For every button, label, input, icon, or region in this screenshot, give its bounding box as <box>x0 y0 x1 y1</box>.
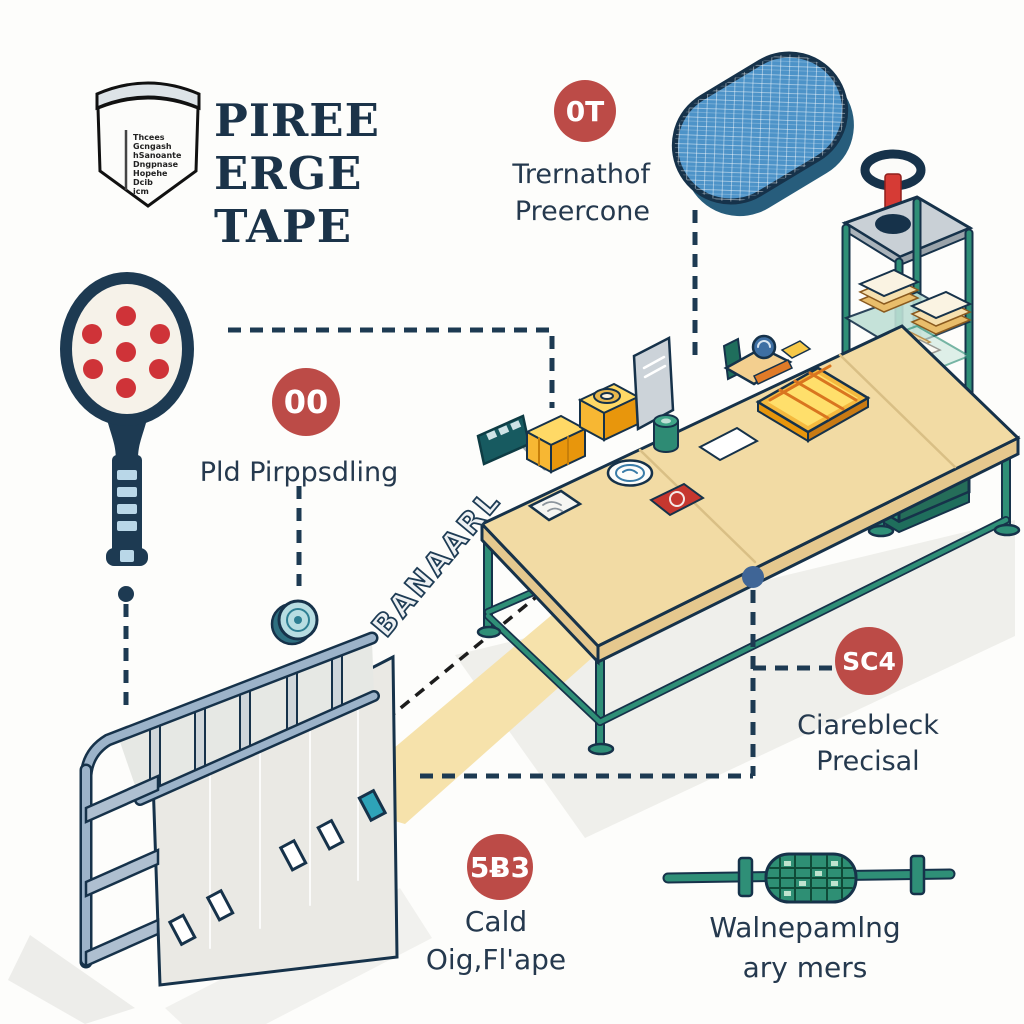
green-canister <box>653 414 679 453</box>
title-line: TAPE <box>214 200 353 253</box>
spec-tag-icon: Thcees Gcngash hSanoante Dngpnase Hopehe… <box>95 81 201 208</box>
yellow-crate <box>524 414 588 474</box>
tag-text-line: Gcngash <box>133 142 172 151</box>
roller-tool-label: Walnepamlng ary mers <box>709 911 901 984</box>
rack-hatch-windows <box>167 788 388 947</box>
plate <box>606 459 654 487</box>
step-label-sc4: Ciarebleck Precisal <box>797 710 939 777</box>
honeycomb-tray <box>755 364 871 443</box>
tag-text-line: Hopehe <box>133 169 168 178</box>
pressed-core-stacks <box>857 268 973 335</box>
connector-dot-navy <box>118 586 134 602</box>
roller-tool <box>662 852 956 904</box>
step-badge-sc4: SC4 <box>835 627 903 695</box>
paddle-illustration <box>60 272 194 566</box>
tag-text-line: icm <box>133 187 149 196</box>
step-label-5b3: Cald Oig,Fl'ape <box>425 905 567 976</box>
clipboard <box>632 336 675 432</box>
yellow-crate-2 <box>577 382 641 442</box>
step-badge-01: 0T <box>554 80 616 142</box>
rack-dividers <box>149 646 343 797</box>
red-card <box>649 482 705 517</box>
paddle-grip-stripes <box>117 470 137 562</box>
paddle-dots <box>82 306 170 398</box>
tape-roll-on-rack <box>270 599 319 646</box>
title-line: PIREE <box>214 94 380 147</box>
white-tray <box>527 489 583 522</box>
tabletop <box>479 324 1021 648</box>
step-badge-5b3: 5Ƀ3 <box>467 834 533 900</box>
tag-text-line: Dcib <box>133 178 153 187</box>
main-title: PIREE ERGE TAPE <box>214 94 380 253</box>
storage-rack <box>79 599 399 987</box>
connector-dot-blue <box>742 566 764 588</box>
tag-text-line: hSanoante <box>133 151 182 160</box>
title-line: ERGE <box>214 147 363 200</box>
dashed-connectors <box>123 210 832 779</box>
step-badge-00: 00 <box>272 368 340 436</box>
tag-text-line: Thcees <box>133 133 165 142</box>
tape-dispenser <box>722 334 812 386</box>
rack-shelves <box>84 774 160 968</box>
workbench-table <box>476 324 1021 756</box>
tag-text-line: Dngpnase <box>133 160 179 169</box>
step-label-00: Pld Pirppsdling <box>199 457 399 488</box>
step-label-01: Trernathof Preercone <box>512 159 650 227</box>
mesh-sheet <box>671 51 854 217</box>
paper-sheet <box>698 426 759 462</box>
